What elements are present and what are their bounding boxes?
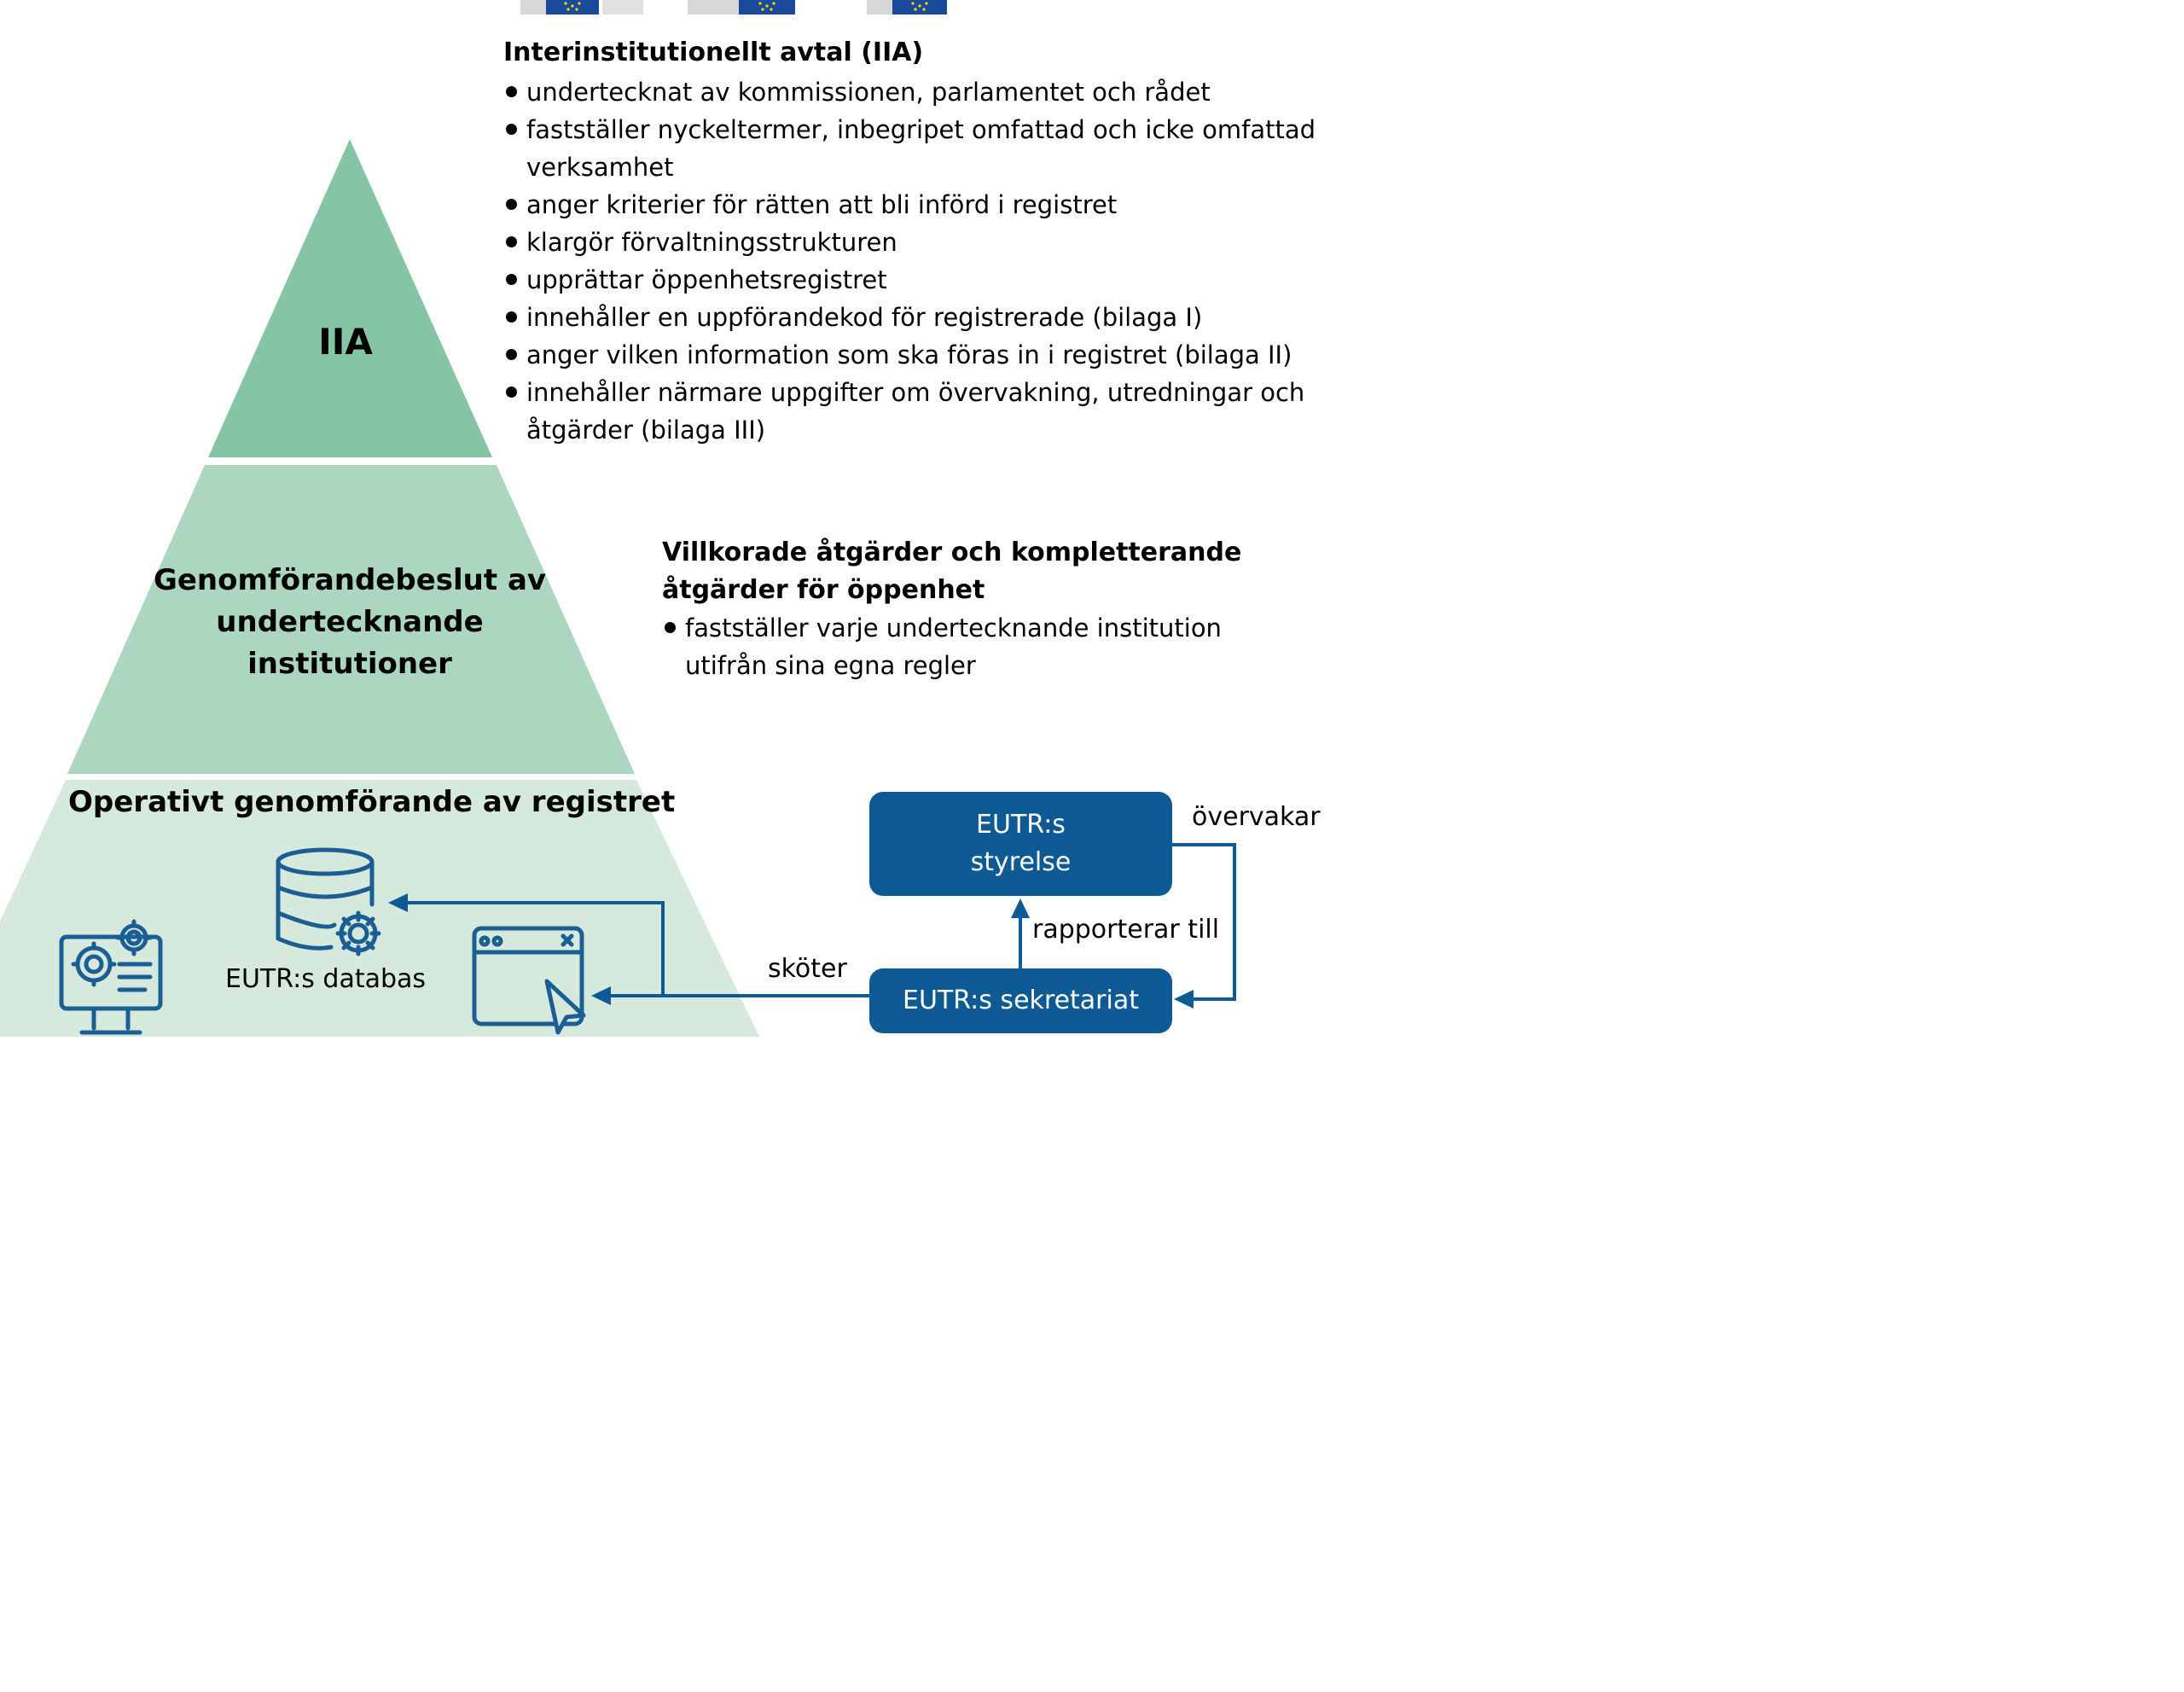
arrow-to-browser	[591, 986, 611, 1005]
database-gear-icon	[276, 847, 381, 956]
iia-item-list: undertecknat av kommissionen, parlamente…	[503, 73, 1380, 449]
diagram-canvas	[0, 0, 1236, 1037]
arrow-to-secretariat	[1174, 990, 1194, 1009]
manages-connector	[408, 901, 869, 997]
iia-item: klargör förvaltningsstrukturen	[503, 224, 1380, 261]
iia-panel-title: Interinstitutionellt avtal (IIA)	[503, 38, 924, 67]
iia-item: upprättar öppenhetsregistret	[503, 261, 1380, 299]
eu-flag-icon	[688, 0, 795, 15]
database-label: EUTR:s databas	[225, 964, 427, 994]
computer-gear-icon	[59, 919, 163, 1035]
iia-item: anger vilken information som ska föras i…	[503, 336, 1380, 374]
iia-item: anger kriterier för rätten att bli inför…	[503, 186, 1380, 224]
eu-flag-icon	[867, 0, 947, 15]
manages-label: sköter	[768, 954, 847, 984]
pyramid-tier-iia	[208, 139, 492, 457]
monitors-connector	[1172, 843, 1236, 1001]
board-box: EUTR:s styrelse	[869, 792, 1172, 896]
pyramid-tier-operational	[0, 780, 759, 1037]
tier-iia-label: IIA	[318, 321, 373, 363]
arrow-to-board	[1011, 898, 1030, 918]
conditional-panel-title: Villkorade åtgärder och kompletterande å…	[662, 538, 1242, 605]
conditional-item: fastställer varje undertecknande institu…	[662, 609, 1276, 684]
secretariat-label: EUTR:s sekretariat	[903, 986, 1139, 1015]
eu-flag-icon	[520, 0, 643, 15]
browser-window-cursor-icon	[472, 926, 586, 1035]
pyramid-tier-implementing-decisions	[67, 465, 635, 774]
tier-operational-label: Operativt genomförande av registret	[68, 785, 676, 819]
tier-implementing-decisions-label: Genomförandebeslut av undertecknande ins…	[153, 563, 547, 681]
board-label-line1: EUTR:s	[976, 810, 1066, 840]
iia-item: innehåller närmare uppgifter om övervakn…	[503, 374, 1380, 449]
conditional-item-list: fastställer varje undertecknande institu…	[662, 609, 1276, 684]
iia-item: fastställer nyckeltermer, inbegripet omf…	[503, 111, 1380, 186]
monitors-label: övervakar	[1192, 802, 1321, 832]
arrow-to-database	[388, 893, 408, 912]
board-label-line2: styrelse	[970, 847, 1072, 877]
reports-label: rapporterar till	[1032, 915, 1220, 945]
iia-item: innehåller en uppförandekod för registre…	[503, 299, 1380, 336]
iia-item: undertecknat av kommissionen, parlamente…	[503, 73, 1380, 111]
secretariat-box: EUTR:s sekretariat	[869, 968, 1172, 1033]
